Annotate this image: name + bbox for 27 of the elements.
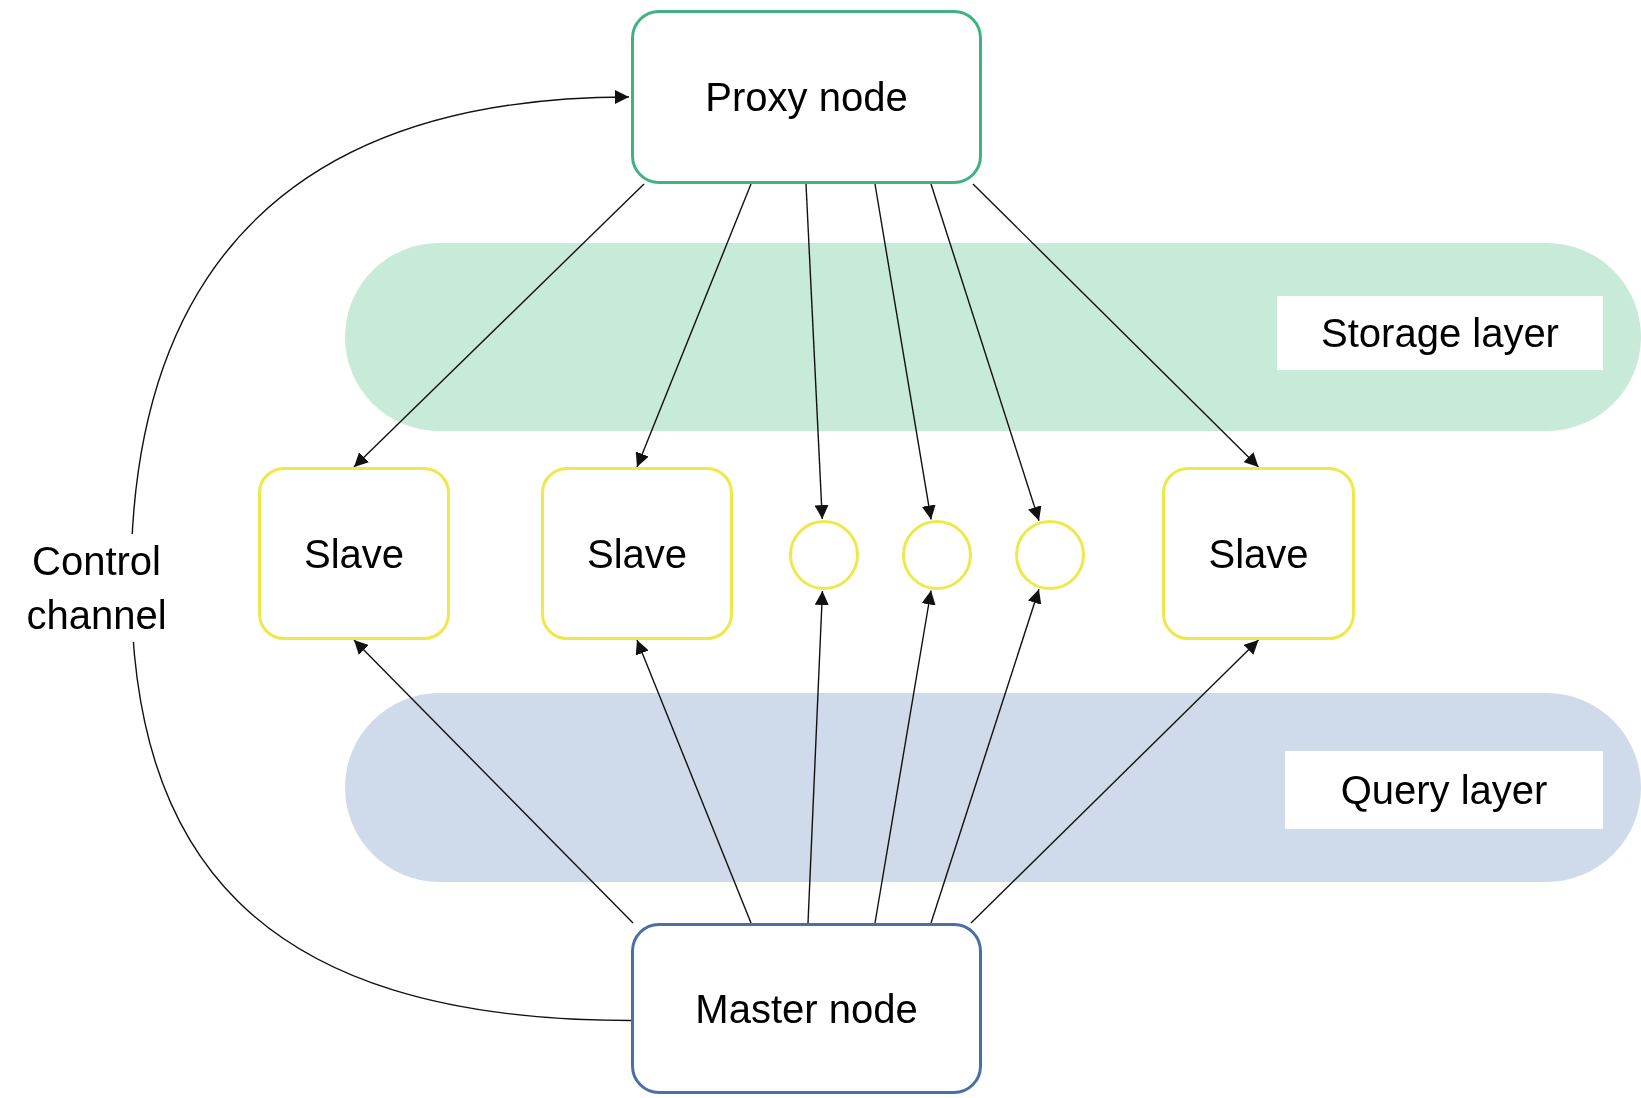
- node-label: Query layer: [1340, 767, 1548, 814]
- slave-box: [258, 467, 450, 640]
- arrow: [807, 590, 829, 924]
- node-label: Master node: [695, 985, 918, 1033]
- arrow: [930, 588, 1042, 924]
- master-node-box: [631, 923, 982, 1094]
- arrow: [930, 183, 1042, 522]
- slave-box: [541, 467, 733, 640]
- arrow: [972, 183, 1260, 468]
- arrow: [874, 589, 936, 924]
- arrow: [353, 639, 634, 924]
- node-label: Storage layer: [1321, 310, 1559, 357]
- arrow: [130, 90, 632, 1022]
- slave-box: [1162, 467, 1355, 640]
- node-label: Slave: [1208, 530, 1309, 578]
- node-label: Slave: [303, 530, 405, 578]
- layer-label-box: [1285, 751, 1603, 829]
- arrow: [353, 183, 645, 468]
- node-label: Slave: [586, 530, 688, 578]
- proxy-node-box: [631, 10, 982, 184]
- node-label: Proxy node: [705, 74, 908, 121]
- arrow: [635, 639, 752, 924]
- arrow: [874, 183, 936, 521]
- arrow: [970, 639, 1260, 924]
- arrow: [635, 183, 752, 468]
- arrow: [805, 183, 829, 520]
- layer-label-box: [1277, 296, 1603, 370]
